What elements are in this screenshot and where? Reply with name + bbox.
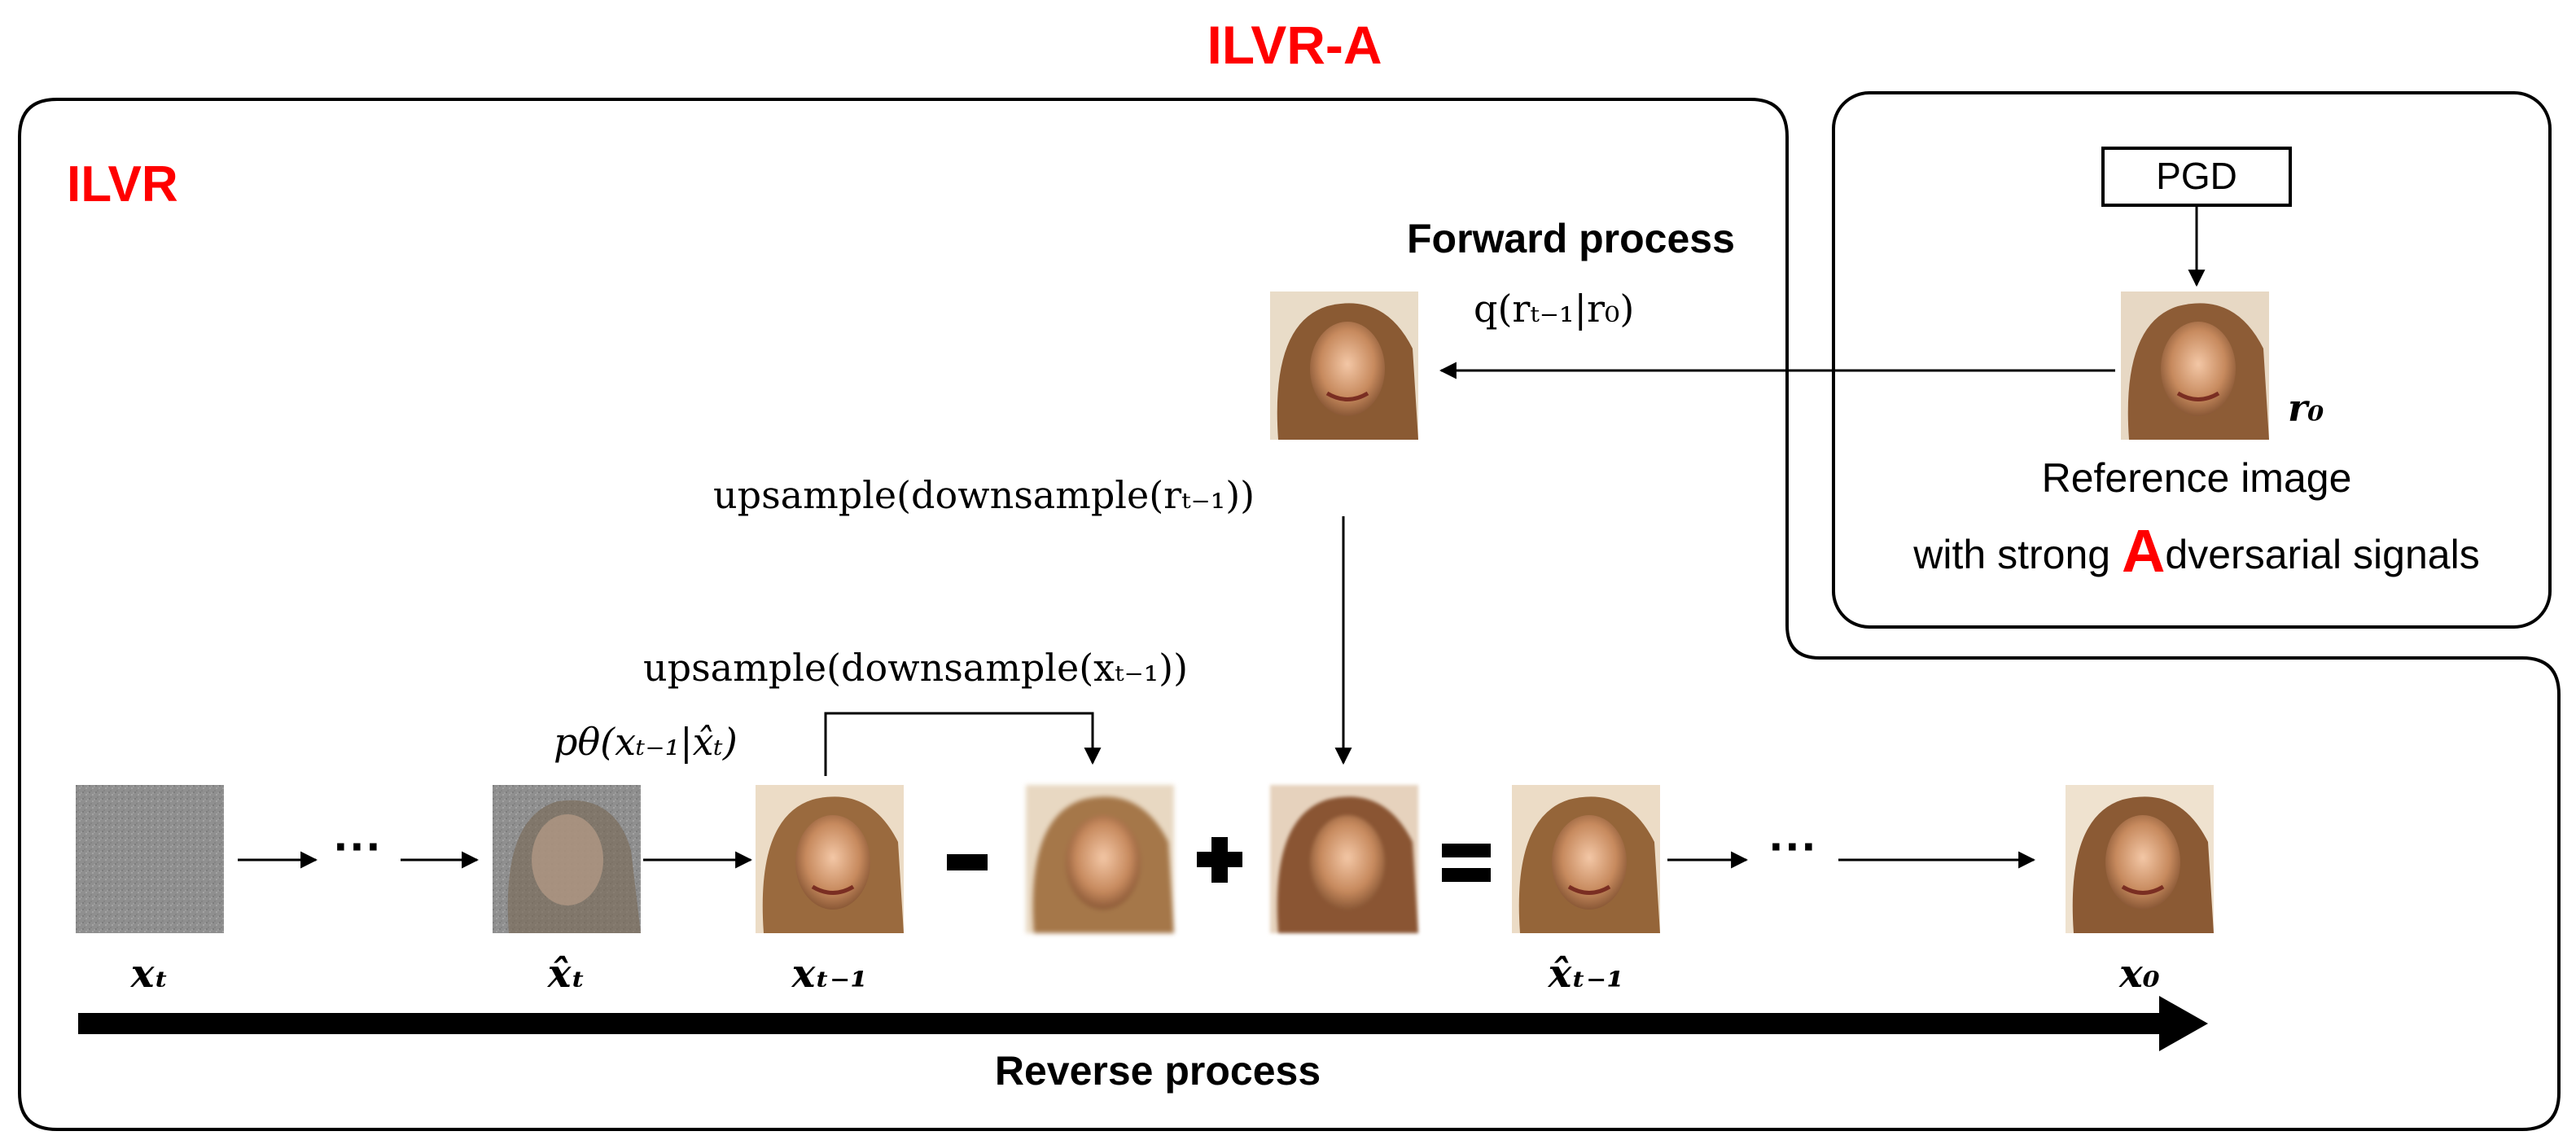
pgd-label: PGD (2156, 155, 2237, 197)
r0-label: r₀ (2288, 386, 2324, 430)
image-r-t-minus-1 (1270, 292, 1418, 440)
face-image-icon (2066, 785, 2214, 933)
image-x0 (2066, 785, 2214, 933)
pgd-box (2101, 147, 2292, 207)
label-x-T: xₜ (130, 951, 169, 997)
adversarial-highlight-letter: A (2121, 517, 2166, 585)
image-xhat-t-minus-1 (1512, 785, 1660, 933)
plus-operator (1197, 837, 1242, 883)
label-xhat-t: x̂ₜ (547, 951, 586, 997)
forward-process-label: Forward process (1407, 216, 1735, 261)
image-downsampled-r-t-minus-1 (1270, 785, 1418, 933)
ellipsis-2: ··· (1769, 819, 1818, 874)
label-x-t-minus-1: xₜ₋₁ (791, 951, 868, 997)
face-image-icon (1270, 785, 1418, 933)
diagram-title: ILVR-A (1207, 15, 1382, 75)
face-image-icon (1512, 785, 1660, 933)
ilvr-a-boundary (18, 98, 2561, 1131)
noise-image-icon (76, 785, 224, 933)
image-x-t-minus-1 (756, 785, 904, 933)
upsample-x-label: upsample(downsample(xₜ₋₁)) (643, 646, 1189, 690)
reference-box (1832, 91, 2552, 629)
reverse-process-label: Reverse process (994, 1048, 1321, 1094)
equals-operator (1442, 844, 1491, 882)
label-x0: x₀ (2119, 951, 2160, 997)
reference-line1: Reference image (2041, 455, 2352, 501)
p-theta-label: pθ(xₜ₋₁|x̂ₜ) (554, 720, 738, 764)
face-image-icon (756, 785, 904, 933)
label-xhat-t-minus-1: x̂ₜ₋₁ (1548, 951, 1624, 997)
reference-line2: with strong Adversarial signals (1913, 517, 2480, 585)
image-xhat-t (493, 785, 641, 933)
image-downsampled-x-t-minus-1 (1026, 785, 1174, 933)
image-r0 (2121, 292, 2269, 440)
minus-operator (947, 854, 988, 870)
image-x-T (76, 785, 224, 933)
ellipsis-1: ··· (334, 819, 383, 874)
face-image-icon (1270, 292, 1418, 440)
face-image-icon (1026, 785, 1174, 933)
face-image-icon (493, 785, 641, 933)
ilvr-label: ILVR (67, 156, 178, 213)
upsample-r-label: upsample(downsample(rₜ₋₁)) (713, 473, 1255, 517)
forward-formula: q(rₜ₋₁|r₀) (1474, 287, 1635, 331)
face-image-icon (2121, 292, 2269, 440)
